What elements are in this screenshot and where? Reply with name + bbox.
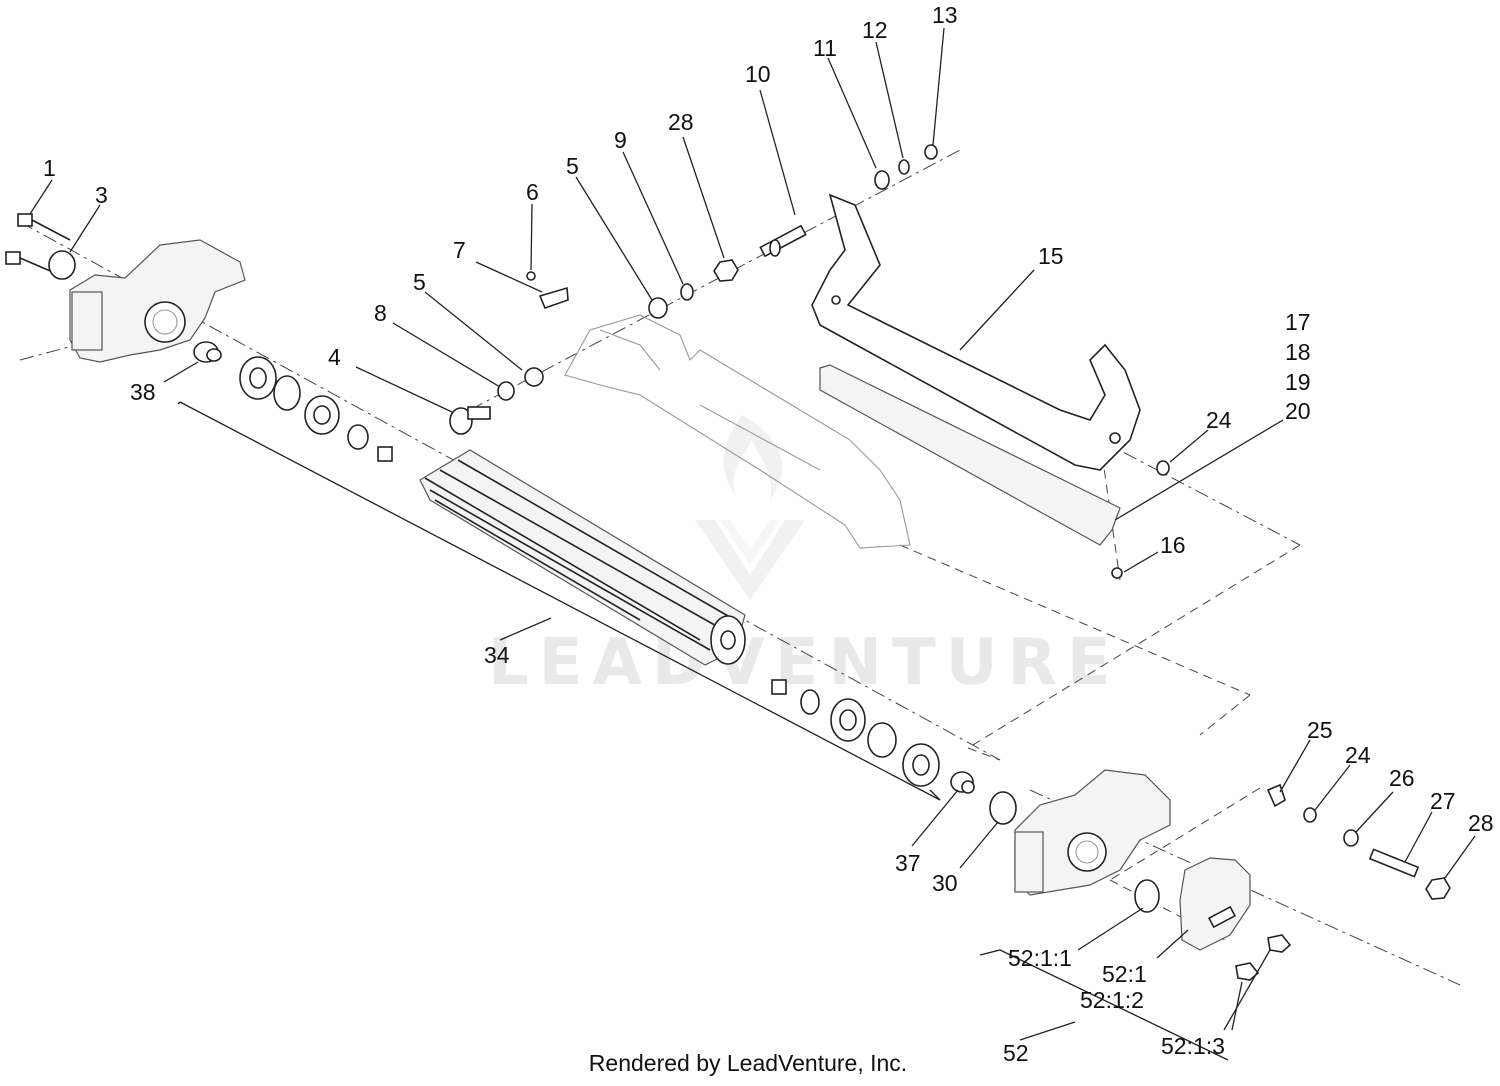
callout-19: 19 [1285, 369, 1311, 395]
watermark-text: LEADVENTURE [488, 626, 1121, 700]
washer-24b [1303, 807, 1317, 823]
callout-labels: 1 3 38 4 8 5 7 6 5 9 28 10 11 12 13 15 1… [43, 2, 1494, 1066]
watermark-logo-icon [695, 415, 805, 600]
callout-52-1-1: 52:1:1 [1008, 945, 1072, 971]
callout-20: 20 [1285, 398, 1311, 424]
callout-18: 18 [1285, 339, 1311, 365]
callout-38: 38 [130, 379, 156, 405]
callout-4: 4 [328, 344, 341, 370]
bedknife-17-20 [819, 364, 1121, 546]
callout-34: 34 [484, 642, 510, 668]
pinion-4 [449, 406, 491, 435]
washer-11 [874, 170, 890, 190]
callout-52-1-2: 52:1:2 [1080, 987, 1144, 1013]
callout-28: 28 [668, 109, 694, 135]
callout-5: 5 [566, 153, 579, 179]
o-ring-30 [989, 791, 1017, 825]
callout-11: 11 [813, 35, 837, 61]
right-side-plate [1014, 769, 1171, 896]
leader-lines [29, 27, 1476, 1061]
callout-10: 10 [745, 61, 771, 87]
callout-8: 8 [374, 300, 387, 326]
callout-52-1-3: 52:1:3 [1161, 1033, 1225, 1059]
callout-1: 1 [43, 155, 56, 181]
callout-24: 24 [1345, 742, 1371, 768]
bushing-5a [524, 367, 544, 387]
ring-8 [497, 381, 515, 401]
left-side-plate [69, 239, 246, 363]
callout-3: 3 [95, 182, 108, 208]
callout-25: 25 [1307, 717, 1333, 743]
shaft-10 [759, 224, 807, 258]
bushing-38 [193, 341, 222, 363]
callout-52: 52 [1003, 1040, 1029, 1066]
o-ring-52-1-1 [1134, 879, 1160, 913]
callout-27: 27 [1430, 788, 1456, 814]
right-bearing-stack [771, 679, 940, 787]
bolts-52-1-3 [1235, 934, 1292, 981]
callout-16: 16 [1160, 532, 1186, 558]
washer-9 [680, 283, 694, 301]
callout-28: 28 [1468, 810, 1494, 836]
footer-text: Rendered by LeadVenture, Inc. [588, 1050, 908, 1076]
washer-24a [1156, 460, 1170, 476]
callout-52-1: 52:1 [1102, 961, 1147, 987]
callout-7: 7 [453, 237, 466, 263]
callout-26: 26 [1389, 765, 1415, 791]
callout-9: 9 [614, 127, 627, 153]
bushing-37 [950, 771, 975, 794]
callout-12: 12 [862, 17, 888, 43]
cover-52-1 [1179, 857, 1251, 951]
nut-28b [1425, 877, 1451, 900]
bushing-5b [648, 297, 668, 319]
callout-6: 6 [526, 179, 539, 205]
callout-17: 17 [1285, 309, 1311, 335]
footer-credit: Rendered by LeadVenture, Inc. [0, 1050, 1500, 1077]
left-bearing-stack [239, 356, 393, 462]
washer-26 [1343, 829, 1359, 847]
reel-frame [564, 314, 911, 549]
nut-28a [713, 259, 739, 282]
callout-15: 15 [1038, 243, 1064, 269]
cap-13 [924, 144, 938, 160]
bedbar-15 [811, 193, 1141, 471]
callout-13: 13 [932, 2, 958, 28]
o-ring-3 [48, 250, 76, 280]
callout-24: 24 [1206, 407, 1232, 433]
callout-5: 5 [413, 269, 426, 295]
shaft-27 [1368, 848, 1420, 878]
screw-16 [1111, 567, 1123, 579]
nut-12 [898, 159, 910, 175]
callout-37: 37 [895, 850, 921, 876]
watermark: LEADVENTURE [488, 415, 1121, 700]
clip-7 [538, 286, 569, 310]
reel-34 [419, 449, 746, 666]
callout-30: 30 [932, 870, 958, 896]
pin-6 [526, 271, 536, 281]
